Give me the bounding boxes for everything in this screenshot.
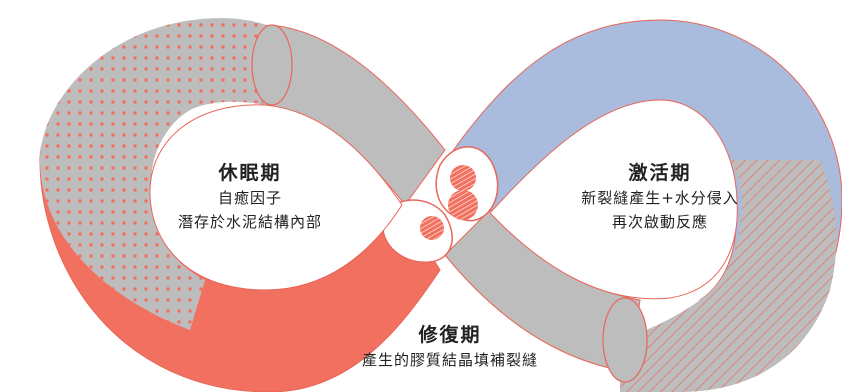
right-loop-hole xyxy=(489,99,738,300)
activation-phase-label: 激活期 新裂縫產生+水分侵入 再次啟動反應 xyxy=(540,160,780,234)
left-tube-end xyxy=(251,24,293,106)
dot-texture xyxy=(40,18,275,331)
activation-line-1: 新裂縫產生+水分侵入 xyxy=(581,189,739,207)
repair-title: 修復期 xyxy=(418,324,482,346)
dormant-line-2: 潛存於水泥結構內部 xyxy=(177,213,322,231)
activation-line-2: 再次啟動反應 xyxy=(611,213,708,231)
dormant-line-1: 自癒因子 xyxy=(217,189,282,207)
dormant-title: 休眠期 xyxy=(218,162,282,184)
crystal-filling xyxy=(420,165,478,240)
hatch-texture xyxy=(620,160,837,392)
activation-title: 激活期 xyxy=(628,162,692,184)
dormant-phase-label: 休眠期 自癒因子 潛存於水泥結構內部 xyxy=(130,160,370,234)
repair-phase-label: 修復期 產生的膠質結晶填補裂縫 xyxy=(320,322,580,372)
repair-line-1: 產生的膠質結晶填補裂縫 xyxy=(361,351,538,369)
left-loop-hole xyxy=(149,104,403,291)
right-tube-end xyxy=(602,297,648,383)
center-crack-lower xyxy=(382,199,453,263)
